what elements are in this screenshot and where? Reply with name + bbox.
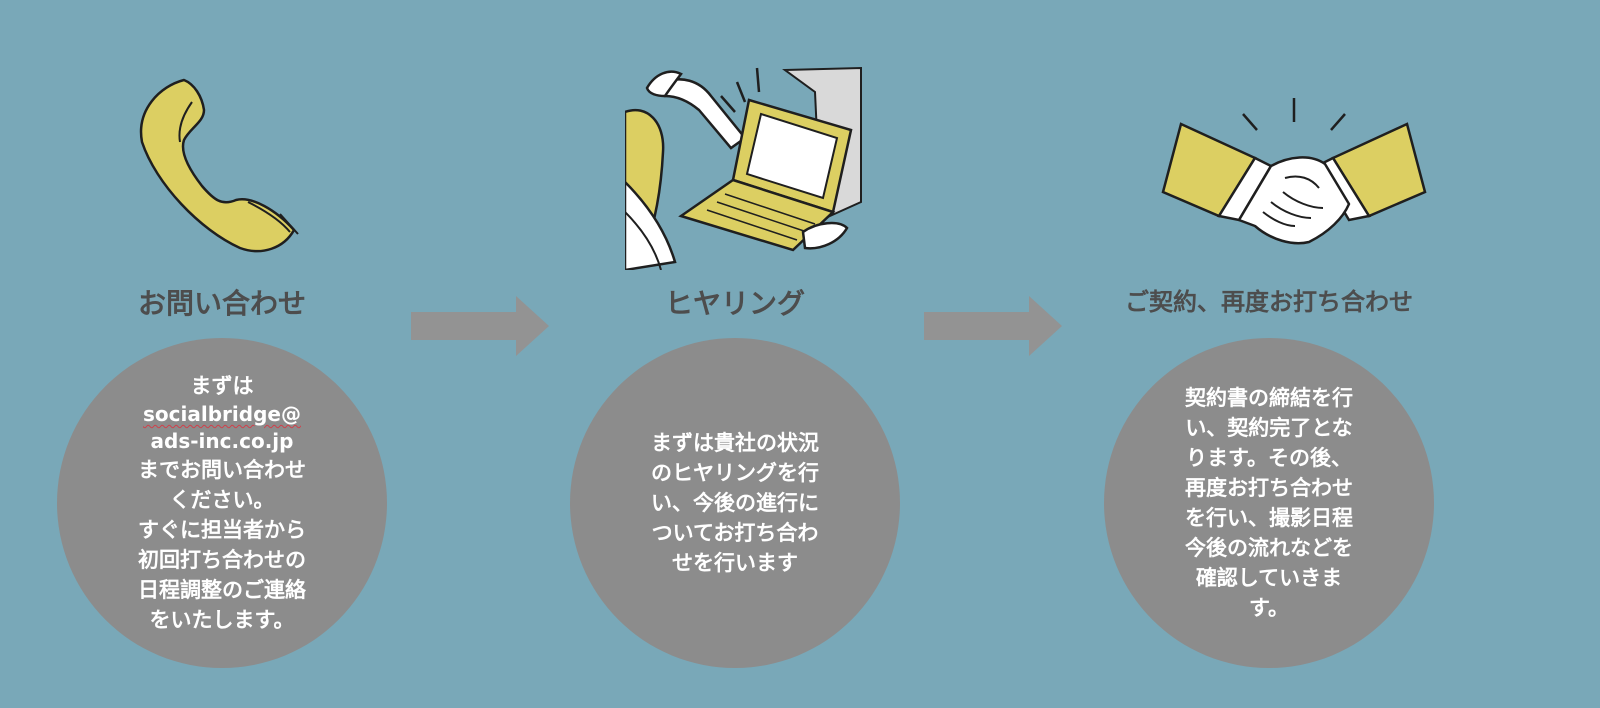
description-line: ください。	[169, 488, 275, 512]
phone-icon	[139, 78, 299, 253]
step-description-circle: まずは貴社の状況 のヒヤリングを行 い、今後の進行に ついてお打ち合わ せを行い…	[570, 338, 900, 668]
description-line: をいたします。	[149, 608, 295, 632]
step-title: お問い合わせ	[137, 287, 306, 320]
step-description: まずは socialbridge@ ads-inc.co.jp までお問い合わせ…	[120, 371, 325, 635]
arrow-right-icon	[411, 296, 549, 356]
step-title: ヒヤリング	[664, 287, 805, 320]
step-description: 契約書の締結を行 い、契約完了とな ります。その後、 再度お打ち合わせ を行い、…	[1167, 383, 1372, 623]
description-line: まずは	[190, 374, 254, 398]
description-line: 確認していきま	[1195, 566, 1343, 590]
description-line: までお問い合わせ	[138, 458, 306, 482]
description-line: す。	[1249, 596, 1289, 620]
description-line: ついてお打ち合わ	[651, 521, 819, 545]
description-line: すぐに担当者から	[138, 518, 306, 542]
description-line: 今後の流れなどを	[1185, 536, 1353, 560]
step-title: ご契約、再度お打ち合わせ	[1125, 288, 1413, 316]
description-line: ります。その後、	[1186, 446, 1352, 470]
email-line: ads-inc.co.jp	[150, 429, 294, 453]
description-line: 契約書の締結を行	[1185, 386, 1353, 410]
arrow-right-icon	[924, 296, 1062, 356]
step-description-circle: 契約書の締結を行 い、契約完了とな ります。その後、 再度お打ち合わせ を行い、…	[1104, 338, 1434, 668]
step-description-circle: まずは socialbridge@ ads-inc.co.jp までお問い合わせ…	[57, 338, 387, 668]
handshake-icon	[1161, 98, 1427, 245]
description-line: せを行います	[672, 551, 798, 575]
laptop-meeting-icon	[625, 66, 862, 270]
email-address: socialbridge@ ads-inc.co.jp	[120, 401, 325, 455]
description-line: を行い、撮影日程	[1185, 506, 1353, 530]
description-line: い、今後の進行に	[651, 491, 819, 515]
email-line: socialbridge@	[143, 402, 301, 426]
description-line: 再度お打ち合わせ	[1185, 476, 1353, 500]
description-line: のヒヤリングを行	[651, 461, 819, 485]
description-line: 初回打ち合わせの	[138, 548, 306, 572]
description-line: まずは貴社の状況	[651, 431, 819, 455]
description-line: い、契約完了とな	[1185, 416, 1353, 440]
description-line: 日程調整のご連絡	[138, 578, 306, 602]
step-description: まずは貴社の状況 のヒヤリングを行 い、今後の進行に ついてお打ち合わ せを行い…	[633, 428, 838, 578]
